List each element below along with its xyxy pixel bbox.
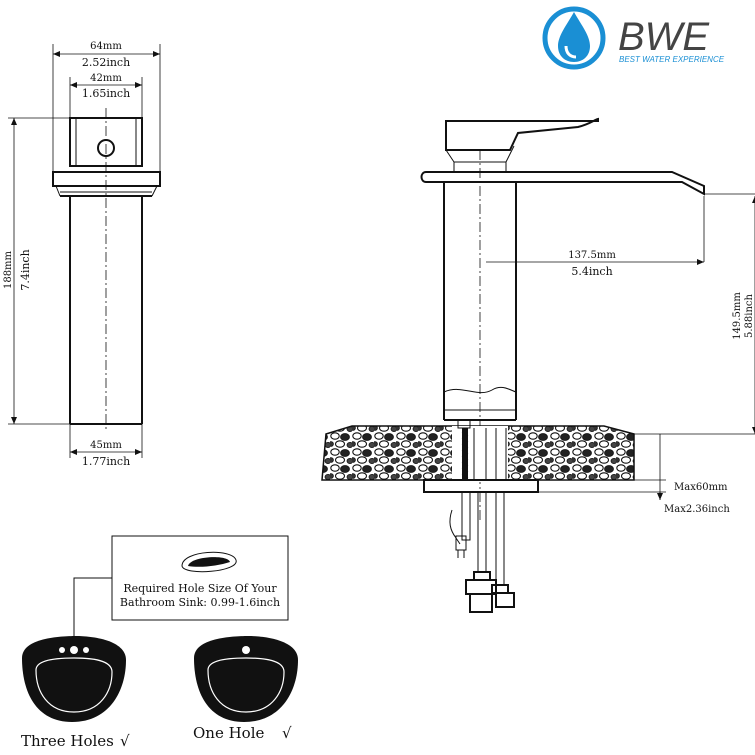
- three-hole-sink-icon: [22, 636, 126, 722]
- top-width-inch: 2.52inch: [82, 56, 130, 69]
- side-view: 64mm 2.52inch 42mm 1.65inch 188mm 7.4inc…: [3, 41, 161, 468]
- base-width-inch: 1.77inch: [82, 455, 130, 468]
- height-inch: 7.4inch: [19, 249, 32, 290]
- drop-highlight: [564, 45, 577, 59]
- inner-width-mm: 42mm: [90, 73, 122, 84]
- one-hole-check: √: [282, 724, 292, 742]
- one-hole-label: One Hole: [193, 724, 265, 742]
- height-mm: 188mm: [3, 250, 14, 289]
- reach-mm: 137.5mm: [568, 250, 616, 261]
- brand-logo: BWE BEST WATER EXPERIENCE: [542, 6, 725, 70]
- sink-hole-icon: [181, 551, 237, 573]
- water-drop-icon: [558, 12, 590, 62]
- reach-inch: 5.4inch: [571, 265, 612, 278]
- spout-height-mm: 149.5mm: [732, 292, 743, 340]
- sink-one-hole: One Hole √: [193, 636, 298, 742]
- brand-name: BWE: [618, 15, 710, 59]
- max-deck-mm: Max60mm: [674, 482, 728, 493]
- three-holes-check: √: [120, 732, 130, 750]
- front-view: 137.5mm 5.4inch 149.5mm 5.88inch: [321, 117, 755, 613]
- one-hole-sink-icon: [194, 636, 298, 722]
- inner-width-inch: 1.65inch: [82, 87, 130, 100]
- hole-size-note: Required Hole Size Of Your Bathroom Sink…: [73, 535, 289, 640]
- logo-ring: [542, 6, 606, 70]
- base-width-mm: 45mm: [90, 440, 122, 451]
- top-width-mm: 64mm: [90, 41, 122, 52]
- spout-height-inch: 5.88inch: [744, 293, 755, 338]
- sink-three-holes: Three Holes √: [21, 636, 130, 750]
- note-line-1: Required Hole Size Of Your: [123, 582, 277, 595]
- note-line-2: Bathroom Sink: 0.99-1.6inch: [120, 596, 280, 609]
- brand-tagline: BEST WATER EXPERIENCE: [619, 55, 725, 64]
- max-deck-inch: Max2.36inch: [664, 504, 730, 515]
- mounting-stud: [462, 428, 468, 480]
- three-holes-label: Three Holes: [21, 732, 114, 750]
